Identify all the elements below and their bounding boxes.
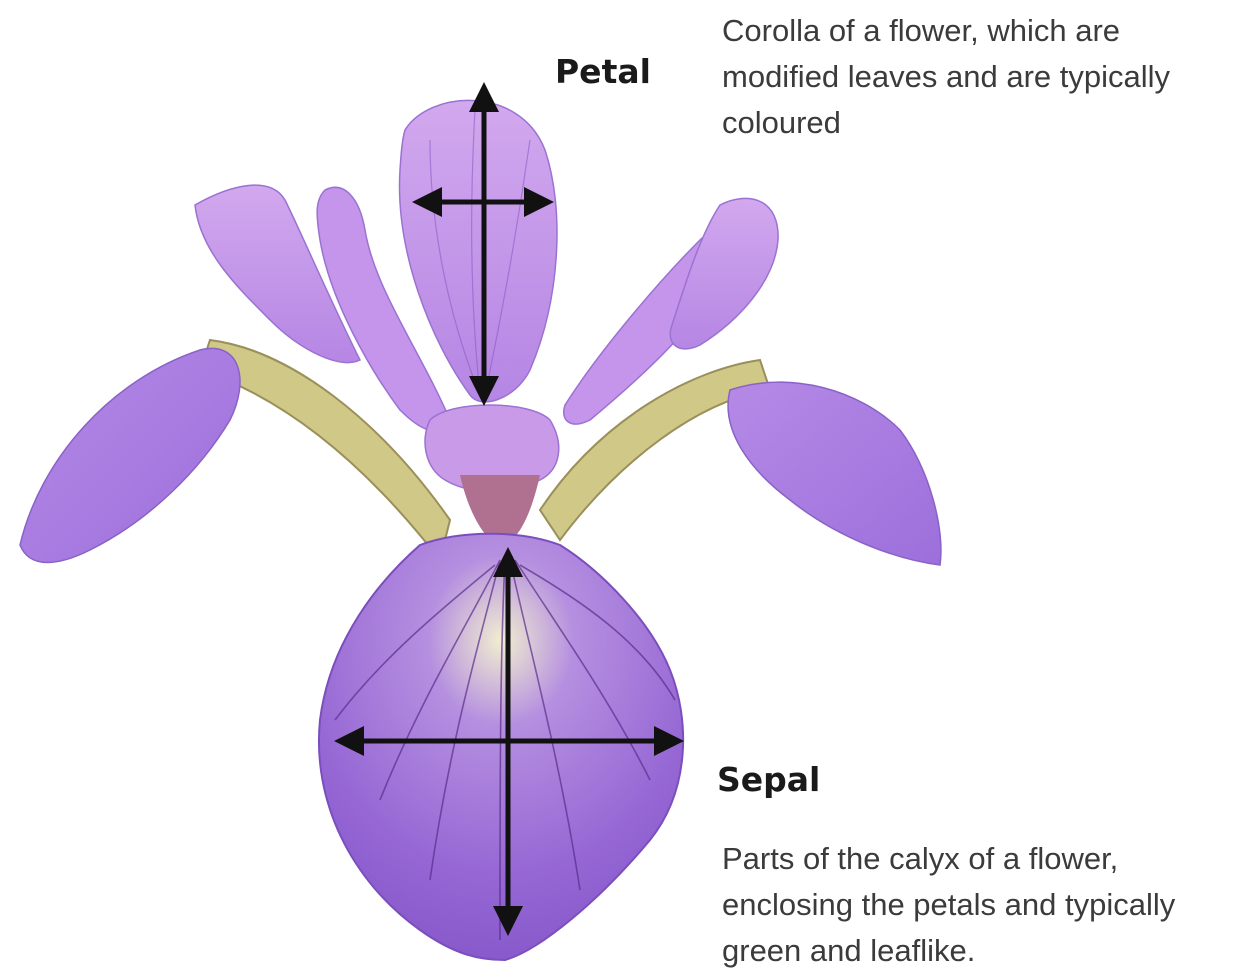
- petal-description-line: modified leaves and are typically: [722, 54, 1170, 100]
- sepal-description: Parts of the calyx of a flower, enclosin…: [722, 836, 1175, 974]
- left-side-fall: [20, 348, 240, 562]
- sepal-description-line: enclosing the petals and typically: [722, 882, 1175, 928]
- petal-description-line: Corolla of a flower, which are: [722, 8, 1170, 54]
- right-side-fall: [728, 382, 941, 565]
- sepal-description-line: Parts of the calyx of a flower,: [722, 836, 1175, 882]
- petal-label: Petal: [555, 52, 651, 91]
- petal-description: Corolla of a flower, which are modified …: [722, 8, 1170, 146]
- sepal-description-line: green and leaflike.: [722, 928, 1175, 974]
- sepal-label: Sepal: [717, 760, 820, 799]
- right-fall-haft: [540, 360, 770, 540]
- central-petal: [400, 100, 557, 401]
- petal-description-line: coloured: [722, 100, 1170, 146]
